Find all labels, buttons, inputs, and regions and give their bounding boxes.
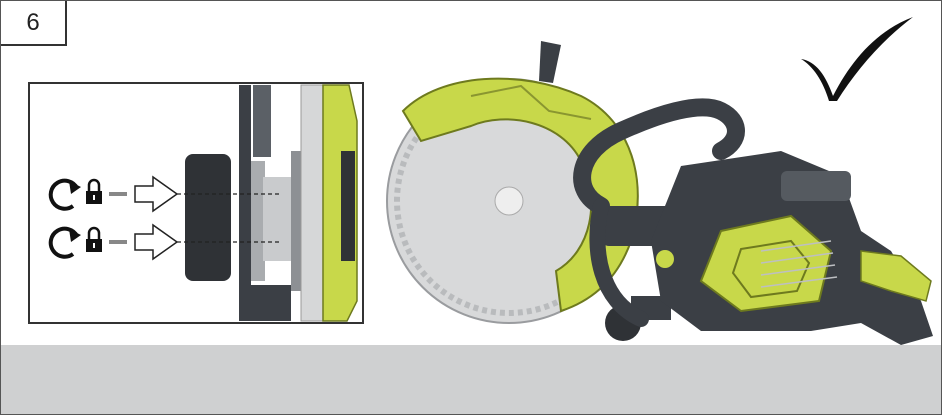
detail-inset (28, 82, 364, 324)
rotate-clockwise-icon (48, 226, 81, 259)
ground-band (1, 345, 941, 414)
check-mark-icon (801, 17, 913, 101)
padlock-icon (86, 226, 102, 252)
rotate-clockwise-icon (48, 178, 81, 211)
flange (185, 154, 231, 281)
power-cutter (386, 41, 933, 345)
step-number: 6 (1, 1, 67, 46)
front-handle (573, 98, 745, 215)
padlock-icon (86, 178, 102, 204)
arrow-right-outline-icon (134, 175, 179, 213)
arrow-right-outline-icon (134, 223, 179, 261)
